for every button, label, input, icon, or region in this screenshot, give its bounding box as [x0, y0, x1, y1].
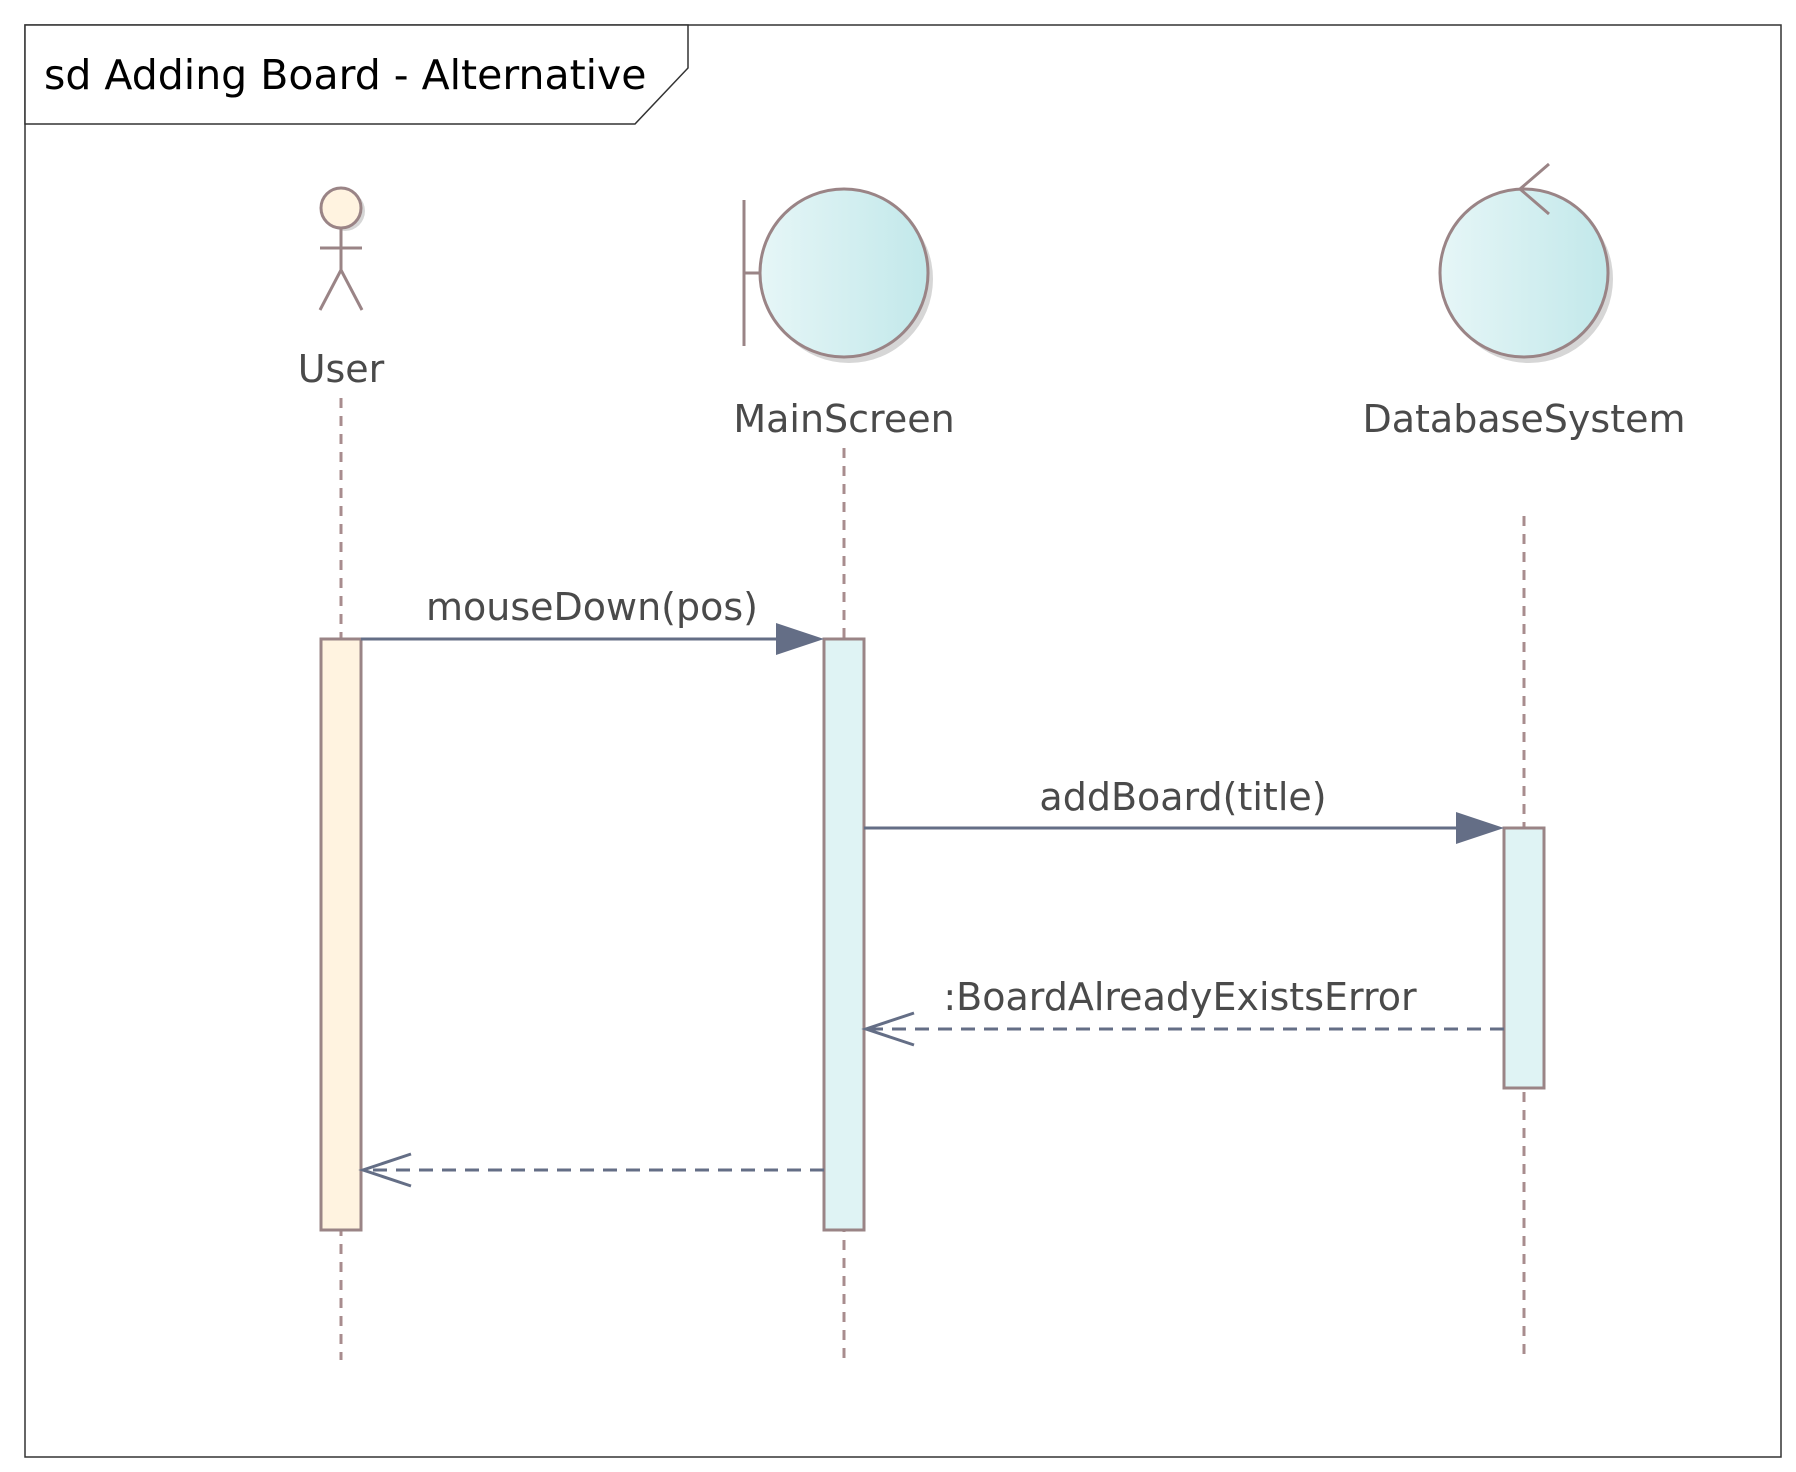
open-arrowhead — [358, 1152, 412, 1188]
boundary-icon — [742, 187, 933, 363]
return-message-error — [861, 1011, 1504, 1047]
lifeline-label-user: User — [298, 347, 385, 391]
message-label-addboard: addBoard(title) — [1039, 775, 1326, 819]
lifeline-label-mainscreen: MainScreen — [733, 397, 954, 441]
message-mousedown — [361, 623, 824, 655]
control-icon — [1438, 162, 1613, 363]
filled-arrowhead — [1456, 812, 1504, 844]
activation-bar-mainscreen — [822, 637, 866, 1232]
open-arrowhead — [861, 1011, 915, 1047]
message-label-error: :BoardAlreadyExistsError — [943, 975, 1417, 1019]
activation-bar-user — [319, 637, 363, 1232]
filled-arrowhead — [776, 623, 824, 655]
return-message-to-user — [358, 1152, 824, 1188]
user-actor-icon — [318, 186, 365, 311]
message-label-mousedown: mouseDown(pos) — [426, 585, 758, 629]
lifeline-label-databasesystem: DatabaseSystem — [1362, 397, 1685, 441]
activation-bar-databasesystem — [1502, 826, 1546, 1090]
message-addboard — [864, 812, 1504, 844]
frame-title: sd Adding Board - Alternative — [44, 51, 647, 99]
frame-title-tab — [24, 24, 689, 125]
